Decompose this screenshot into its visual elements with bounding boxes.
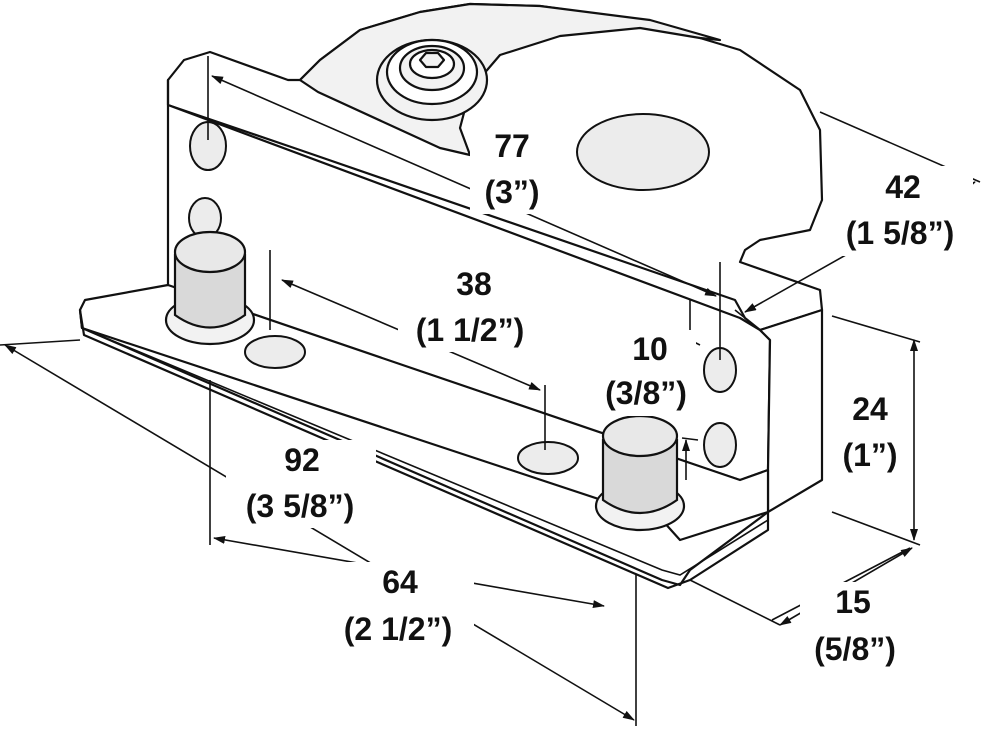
label-38-imperial: (1 1/2”): [416, 312, 524, 348]
label-92-metric: 92: [284, 442, 320, 478]
label-92-imperial: (3 5/8”): [246, 488, 354, 524]
hex-socket-boss: [375, 38, 489, 122]
label-10-imperial: (3/8”): [605, 375, 687, 411]
dimension-labels: 77 (3”) 42 (1 5/8”) 38 (1 1/2”) 10 (3/8”…: [226, 124, 973, 672]
upright-hole-4: [703, 422, 737, 468]
label-42-imperial: (1 5/8”): [846, 215, 954, 251]
left-peg: [164, 230, 256, 346]
right-peg: [594, 414, 686, 532]
label-38-metric: 38: [456, 266, 492, 302]
label-15-imperial: (5/8”): [814, 631, 896, 667]
label-24-metric: 24: [852, 391, 888, 427]
label-64-metric: 64: [382, 564, 418, 600]
top-round-hole: [576, 113, 710, 191]
label-77-metric: 77: [494, 128, 530, 164]
label-10-metric: 10: [632, 331, 668, 367]
base-hole-2: [517, 441, 579, 475]
right-end-face: [758, 308, 824, 514]
dim-92-line: [4, 344, 635, 721]
label-64-imperial: (2 1/2”): [344, 611, 452, 647]
label-15-metric: 15: [835, 584, 871, 620]
label-77-imperial: (3”): [484, 174, 539, 210]
base-hole-1: [244, 335, 306, 369]
dim-77-line: [211, 75, 717, 297]
label-24-imperial: (1”): [842, 437, 897, 473]
label-42-metric: 42: [885, 169, 921, 205]
